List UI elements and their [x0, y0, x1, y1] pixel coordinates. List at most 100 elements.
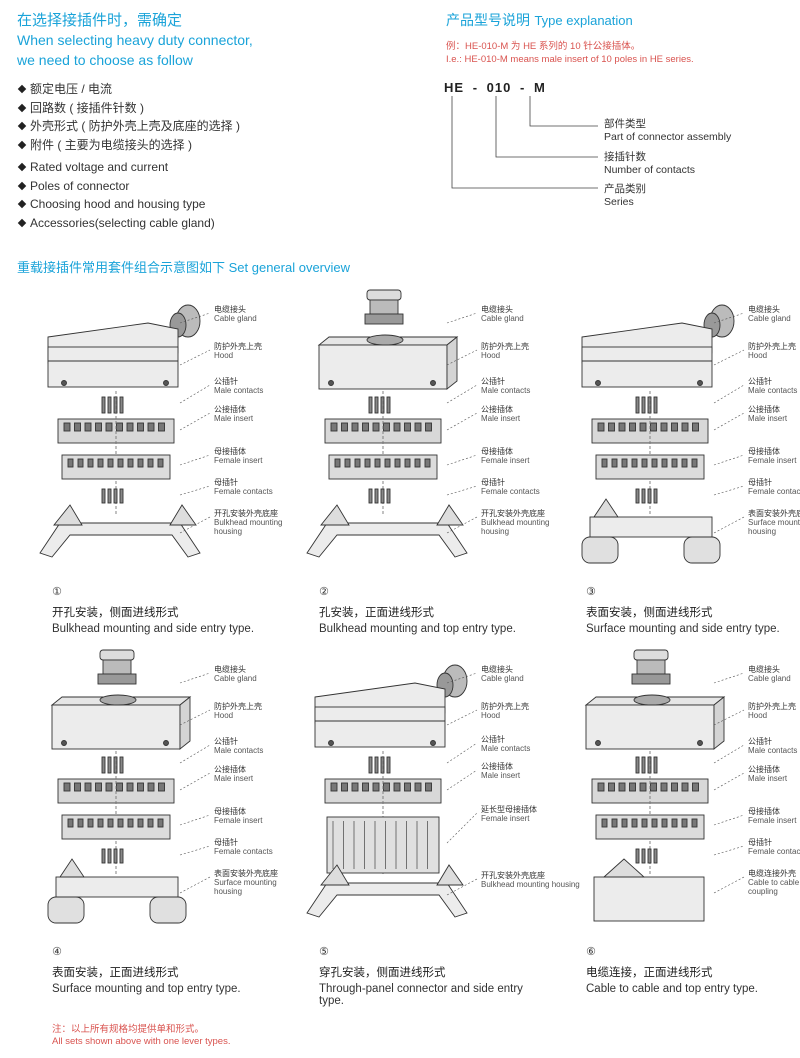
part-label-cn: 公插针	[481, 377, 505, 386]
note-en: All sets shown above with one lever type…	[52, 1036, 231, 1047]
part-label-en: Male insert	[481, 414, 521, 423]
part-label-cn: 表面安装外壳底座	[748, 509, 800, 518]
part-label-cn: 公接插体	[481, 762, 513, 771]
part-label-cn: 电缆接头	[481, 305, 513, 314]
part-label-cn: 母接插体	[481, 447, 513, 456]
part-label-cn: 公插针	[481, 735, 505, 744]
part-label-cn: 母插针	[481, 478, 505, 487]
part-label-cn: 防护外壳上壳	[748, 342, 796, 351]
explanation-label-series: 产品类别 Series	[604, 183, 646, 208]
part-label-cn: 母插针	[748, 478, 772, 487]
diamond-bullet-icon	[17, 84, 27, 94]
part-label-cn: 公插针	[748, 377, 772, 386]
male-contacts-part	[101, 756, 124, 774]
set-caption-cn: 表面安装，正面进线形式	[52, 967, 179, 979]
part-label-en: Female contacts	[748, 487, 800, 496]
set-caption-en: Cable to cable and top entry type.	[586, 983, 758, 995]
explanation-title: 产品型号说明 Type explanation	[446, 10, 633, 30]
female-contacts-part	[101, 848, 124, 864]
cable-gland-part	[631, 649, 671, 685]
intro-cn-item: 附件 ( 主要为电缆接头的选择 )	[17, 136, 240, 155]
part-label-en: housing	[214, 887, 243, 896]
part-label-en: Female insert	[481, 814, 530, 823]
part-label-en: Male contacts	[481, 744, 531, 753]
part-label-cn: 公插针	[214, 737, 238, 746]
part-label-en: Cable gland	[481, 314, 524, 323]
female-contacts-part	[635, 488, 658, 504]
cable-gland-part	[364, 289, 404, 325]
part-label-en: Male contacts	[748, 746, 798, 755]
diamond-bullet-icon	[17, 218, 27, 227]
set-caption-cn: 穿孔安装，侧面进线形式	[319, 967, 446, 979]
part-label-cn: 电缆接头	[748, 665, 780, 674]
part-label-cn: 防护外壳上壳	[481, 342, 529, 351]
set-caption-en: Surface mounting and top entry type.	[52, 983, 241, 995]
part-label-cn: 防护外壳上壳	[748, 702, 796, 711]
connector-exploded-drawing	[581, 304, 745, 564]
part-label-cn: 公接插体	[481, 405, 513, 414]
female-insert-part	[595, 814, 705, 840]
hood-part	[584, 694, 726, 750]
set-caption-en: Surface mounting and side entry type.	[586, 623, 780, 635]
male-contacts-part	[635, 396, 658, 414]
part-label-en: Cable gland	[214, 314, 257, 323]
part-label-en: Male insert	[481, 771, 521, 780]
intro-en-item: Accessories(selecting cable gland)	[17, 214, 215, 233]
diamond-bullet-icon	[17, 140, 27, 149]
cable-gland-part	[97, 649, 137, 685]
intro-cn-title: 在选择接插件时，需确定	[17, 12, 183, 29]
part-label-en: Male contacts	[214, 746, 264, 755]
part-label-en: Cable gland	[748, 674, 791, 683]
part-label-en: Hood	[481, 351, 501, 360]
intro-en-title-1: When selecting heavy duty connector,	[17, 32, 253, 48]
part-label-en: Female insert	[748, 816, 797, 825]
set-caption-cn: 表面安装，侧面进线形式	[586, 607, 713, 619]
intro-en-item: Choosing hood and housing type	[17, 195, 215, 214]
explanation-title-en: Type explanation	[534, 13, 633, 28]
explanation-label-part: 部件类型 Part of connector assembly	[604, 118, 732, 143]
part-label-en: Bulkhead mounting	[214, 518, 283, 527]
female-insert-part	[61, 814, 171, 840]
housing-part	[306, 504, 468, 558]
part-label-cn: 公接插体	[214, 765, 246, 774]
part-label-en: Surface mounting	[748, 518, 800, 527]
intro-cn-item: 外壳形式 ( 防护外壳上壳及底座的选择 )	[17, 117, 240, 136]
set-number: ③	[586, 586, 596, 598]
hood-part	[581, 322, 713, 388]
part-label-en: coupling	[748, 887, 778, 896]
male-contacts-part	[101, 396, 124, 414]
part-label-en: Male insert	[748, 414, 788, 423]
connector-exploded-drawing	[39, 304, 211, 558]
part-label-cn: 母接插体	[214, 807, 246, 816]
part-label-en: Female contacts	[481, 487, 540, 496]
housing-part	[581, 498, 721, 564]
part-label-en: Female insert	[748, 456, 797, 465]
female-contacts-part	[101, 488, 124, 504]
connector-exploded-drawing	[47, 649, 211, 924]
part-label-en: housing	[748, 527, 777, 536]
diamond-bullet-icon	[17, 162, 27, 172]
part-label-cn: 公插针	[214, 377, 238, 386]
connector-exploded-drawing	[306, 289, 478, 558]
male-contacts-part	[368, 756, 391, 774]
model-part-series: HE	[444, 80, 465, 95]
